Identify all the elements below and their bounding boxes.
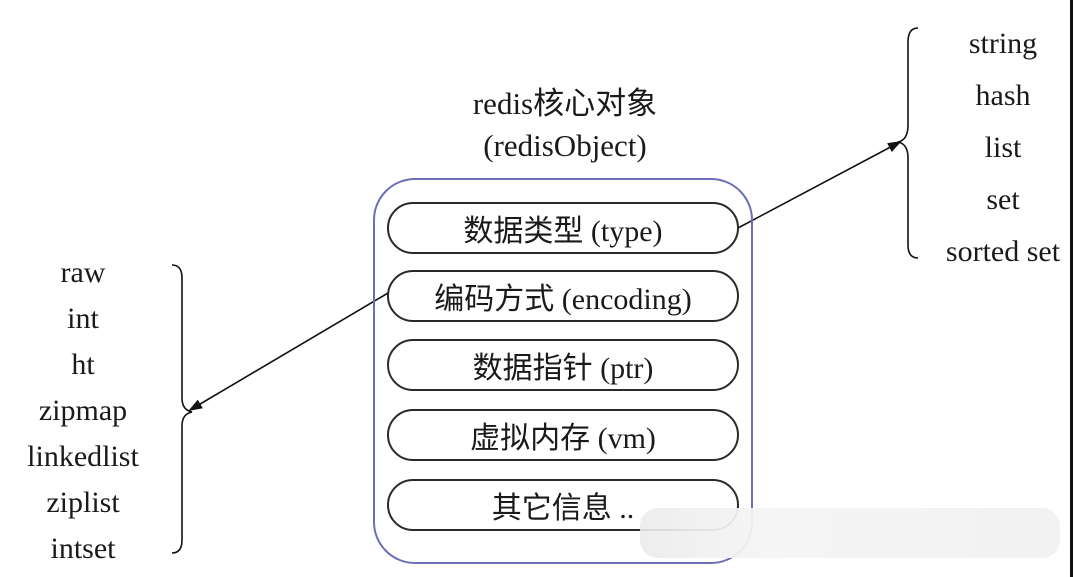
field-other: 其它信息 .. — [387, 479, 739, 531]
field-encoding: 编码方式 (encoding) — [387, 270, 739, 322]
encoding-value-item: ht — [71, 348, 95, 381]
right-brace — [897, 27, 919, 259]
title-line1: redis核心对象 — [472, 86, 658, 121]
field-type: 数据类型 (type) — [387, 202, 739, 254]
type-value-item: string — [968, 27, 1038, 60]
type-value-item: list — [984, 131, 1022, 164]
watermark-overlay — [640, 508, 1060, 558]
encoding-value-item: raw — [60, 256, 106, 289]
left-brace — [171, 264, 193, 554]
right-edge-divider — [1070, 0, 1073, 577]
encoding-value-item: intset — [50, 532, 116, 565]
encoding-value-item: linkedlist — [27, 440, 139, 473]
field-vm: 虚拟内存 (vm) — [387, 409, 739, 461]
encoding-values-list: raw int ht zipmap linkedlist ziplist int… — [8, 250, 158, 572]
type-value-item: hash — [975, 79, 1031, 112]
encoding-value-item: int — [67, 302, 99, 335]
encoding-arrow — [188, 292, 389, 412]
encoding-value-item: ziplist — [46, 486, 120, 519]
redis-object-box — [373, 178, 753, 564]
encoding-value-item: zipmap — [38, 394, 128, 427]
field-ptr: 数据指针 (ptr) — [387, 339, 739, 391]
type-value-item: set — [986, 183, 1020, 216]
title-line2: (redisObject) — [483, 128, 647, 163]
type-arrow — [737, 141, 902, 229]
type-values-list: string hash list set sorted set — [928, 18, 1075, 278]
type-value-item: sorted set — [945, 235, 1061, 268]
